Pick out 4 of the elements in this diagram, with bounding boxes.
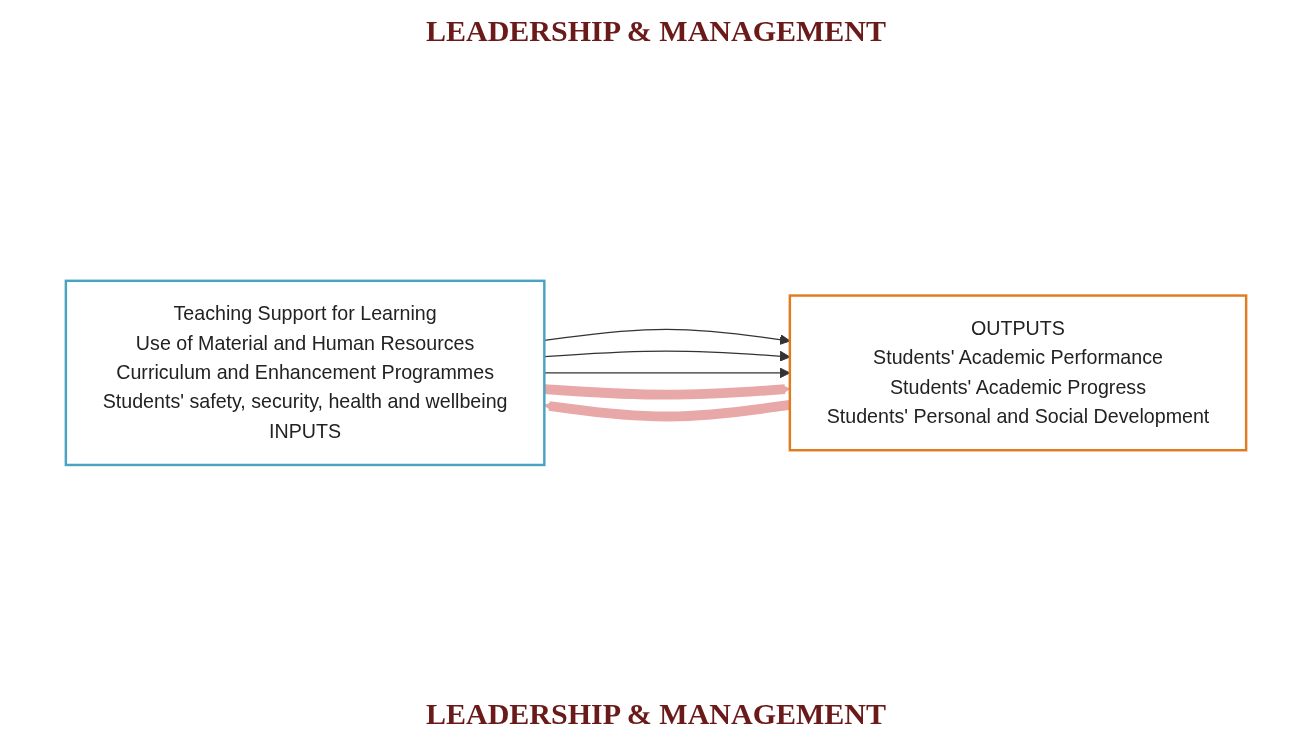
- heading-text: LEADERSHIP & MANAGEMENT: [425, 14, 886, 48]
- node-box: OUTPUTS Students' Academic Performance Students' Academic Progress Students' Personal and Social Development: [788, 293, 1248, 452]
- node-box: Teaching Support for Learning Use of Material and Human Resources Curriculum and Enhancement Programmes Students' safety, security, health and wellbeing INPUTS: [64, 279, 546, 466]
- heading-text: LEADERSHIP & MANAGEMENT: [425, 697, 886, 731]
